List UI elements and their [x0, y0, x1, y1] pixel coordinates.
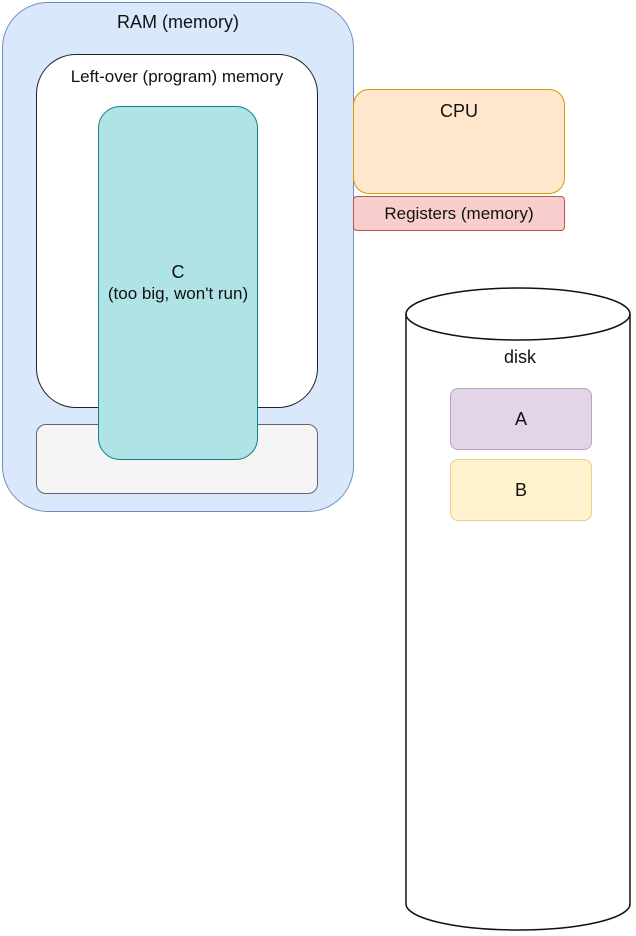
disk-label: disk	[503, 347, 536, 367]
cpu-block	[353, 89, 565, 194]
registers-label: Registers (memory)	[384, 203, 534, 223]
cpu-label: CPU	[439, 101, 478, 121]
leftover-memory-label: Left-over (program) memory	[70, 67, 284, 86]
disk-cylinder	[405, 287, 631, 931]
ram-label: RAM (memory)	[117, 12, 239, 32]
disk-item-a: A	[450, 388, 592, 450]
disk-item-b: B	[450, 459, 592, 521]
program-c-name: C	[171, 262, 185, 282]
program-c-block: C (too big, won't run)	[98, 106, 258, 460]
program-c-note: (too big, won't run)	[107, 284, 249, 303]
registers-block: Registers (memory)	[353, 196, 565, 231]
disk-item-b-label: B	[514, 479, 527, 500]
disk-item-a-label: A	[514, 408, 527, 429]
